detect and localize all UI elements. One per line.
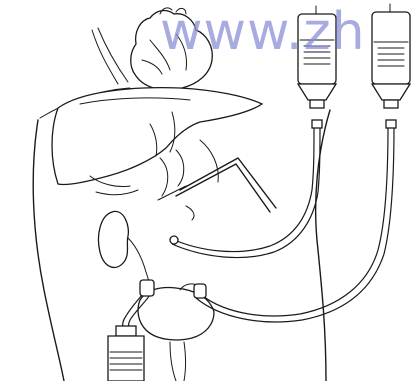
drainage-tube-1 [170, 126, 320, 258]
iv-bottle-2 [372, 4, 410, 128]
watermark-text: www.zh [160, 6, 366, 58]
drainage-tube-2 [196, 126, 394, 322]
neck-lines [92, 28, 128, 84]
liver [52, 88, 262, 185]
collection-bottle [108, 326, 144, 381]
